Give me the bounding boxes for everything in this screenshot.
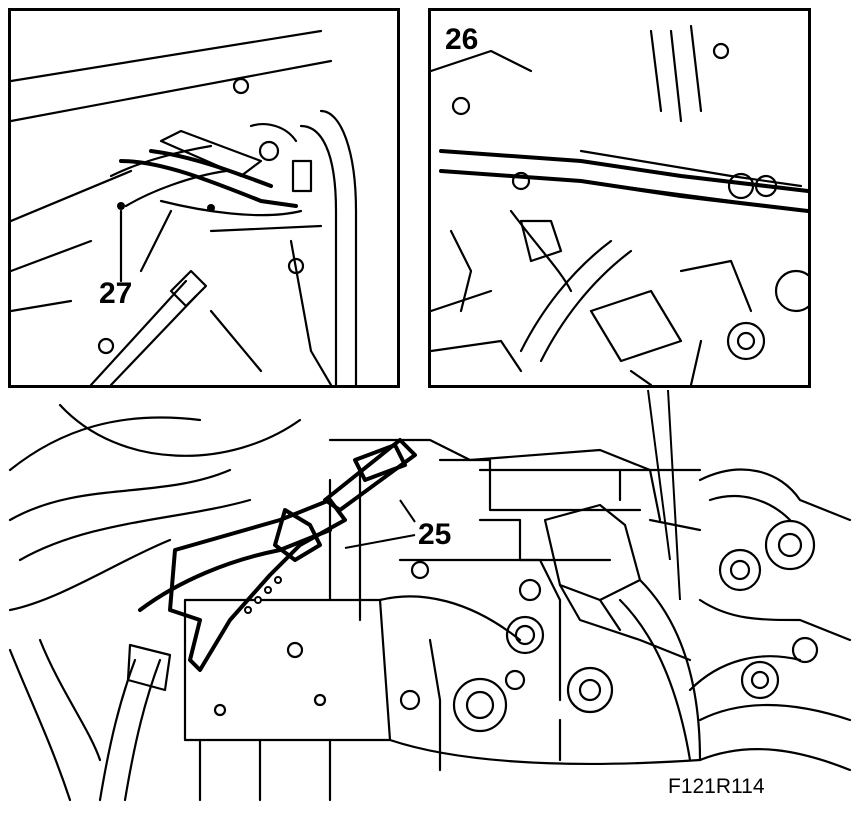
figure-code: F121R114 — [668, 775, 765, 798]
detail-inset-right: 26 — [428, 8, 811, 388]
callout-25: 25 — [418, 518, 452, 551]
callout-27: 27 — [99, 277, 133, 310]
detail-inset-left: 27 — [8, 8, 400, 388]
inset-right-illustration — [431, 24, 808, 385]
callout-26: 26 — [445, 23, 479, 56]
inset-left-illustration — [11, 29, 358, 385]
